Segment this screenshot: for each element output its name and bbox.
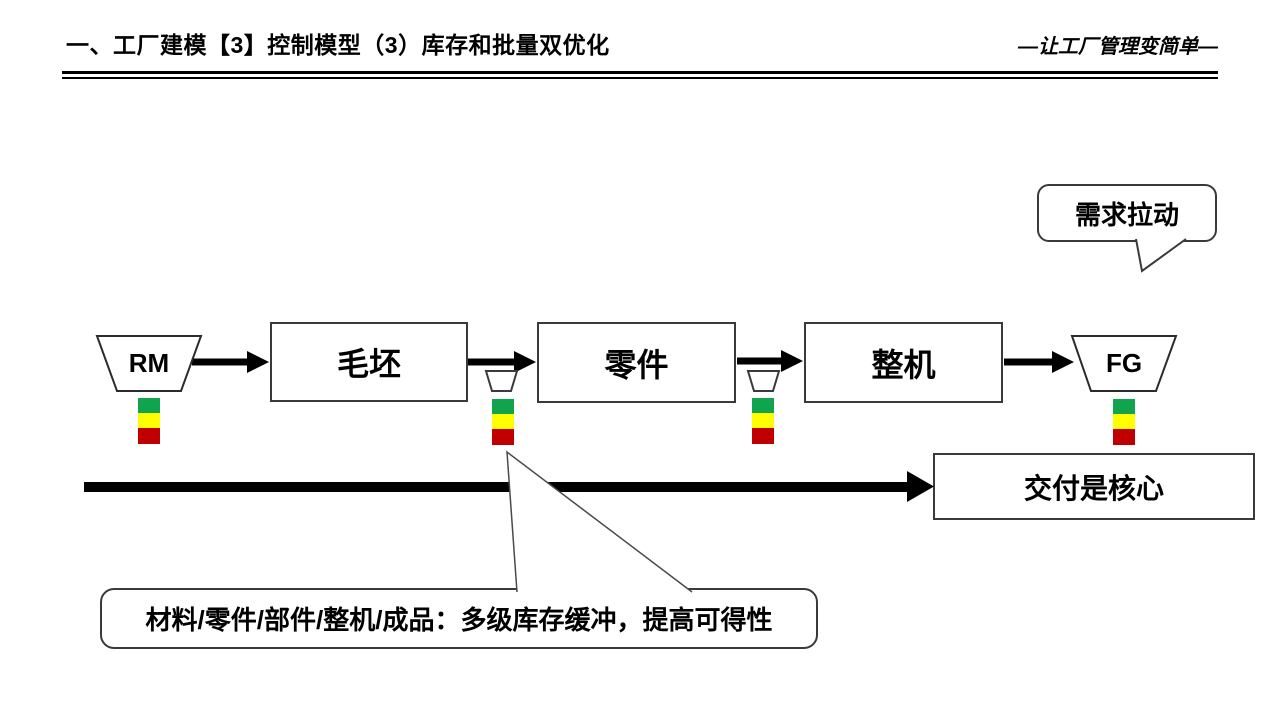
callout-label: 材料/零件/部件/整机/成品：多级库存缓冲，提高可得性 xyxy=(145,605,773,635)
buffer-traffic-light-rm xyxy=(138,398,160,444)
yellow-light xyxy=(138,413,160,428)
header-slogan: —让工厂管理变简单— xyxy=(1018,36,1218,58)
red-light xyxy=(138,428,160,444)
arrow-parts-to-assembly xyxy=(737,350,803,372)
callout-box: 材料/零件/部件/整机/成品：多级库存缓冲，提高可得性 xyxy=(100,588,818,649)
buffer-traffic-light-fg xyxy=(1113,399,1135,445)
delivery-label: 交付是核心 xyxy=(1023,472,1164,504)
green-light xyxy=(492,399,514,414)
delivery-arrow xyxy=(84,471,934,502)
rm-label: RM xyxy=(128,348,170,378)
buffer-traffic-light-blank xyxy=(492,399,514,445)
arrow-rm-to-blank xyxy=(192,351,269,373)
arrow-blank-to-parts xyxy=(468,351,536,373)
green-light xyxy=(1113,399,1135,414)
stage-label: 整机 xyxy=(871,346,936,383)
yellow-light xyxy=(752,413,774,428)
green-light xyxy=(138,398,160,413)
yellow-light xyxy=(1113,414,1135,429)
small-trapezoid-blank xyxy=(484,370,519,392)
red-light xyxy=(1113,429,1135,445)
bubble-tail xyxy=(1135,238,1187,273)
stage-box-parts: 零件 xyxy=(537,322,736,403)
red-light xyxy=(752,428,774,444)
callout-pointer xyxy=(506,450,693,593)
page-title: 一、工厂建模【3】控制模型（3）库存和批量双优化 xyxy=(66,32,610,58)
stage-label: 毛坯 xyxy=(336,346,401,382)
green-light xyxy=(752,398,774,413)
stage-label: 零件 xyxy=(604,346,669,383)
bubble-label: 需求拉动 xyxy=(1074,199,1179,230)
demand-pull-bubble: 需求拉动 xyxy=(1037,184,1217,242)
small-trapezoid-parts xyxy=(746,370,781,392)
arrow-assembly-to-fg xyxy=(1004,351,1074,373)
stage-box-assembly: 整机 xyxy=(804,322,1003,403)
red-light xyxy=(492,429,514,445)
header-divider xyxy=(62,71,1218,79)
buffer-traffic-light-parts xyxy=(752,398,774,444)
fg-label: FG xyxy=(1105,348,1143,378)
yellow-light xyxy=(492,414,514,429)
delivery-box: 交付是核心 xyxy=(933,453,1255,520)
stage-box-blank: 毛坯 xyxy=(270,322,468,402)
